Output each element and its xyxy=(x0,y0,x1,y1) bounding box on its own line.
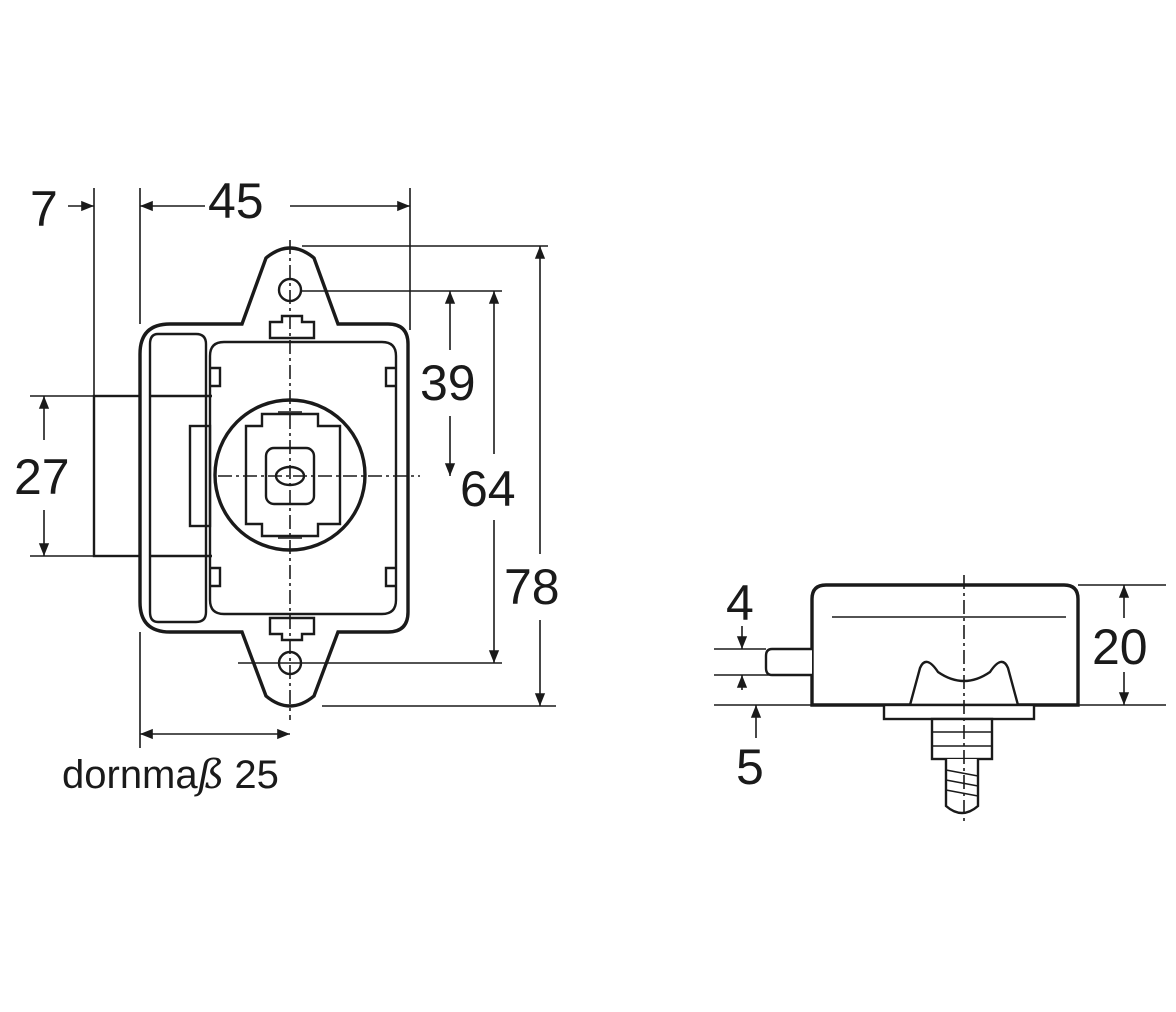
dim-label-45: 45 xyxy=(208,173,264,229)
bottom-clip xyxy=(268,616,316,642)
dim-label-7: 7 xyxy=(30,181,58,237)
notch-right-top xyxy=(384,366,396,388)
notch-right-bottom xyxy=(384,566,396,588)
dim-label-39: 39 xyxy=(420,355,476,411)
dim-label-20: 20 xyxy=(1092,619,1148,675)
notch-left-bottom xyxy=(210,566,222,588)
top-clip xyxy=(268,314,316,340)
side-bolt-pin xyxy=(764,647,812,677)
cylinder-core xyxy=(244,412,342,538)
caption-prefix: dornma xyxy=(62,753,198,797)
dim-label-27: 27 xyxy=(14,449,70,505)
side-view: 4 5 20 xyxy=(714,575,1166,824)
dim-label-64: 64 xyxy=(460,461,516,517)
dim-label-5: 5 xyxy=(736,739,764,795)
side-screw xyxy=(944,759,980,815)
caption-sharp-s: ß xyxy=(194,752,225,798)
dim-label-4: 4 xyxy=(726,575,754,631)
side-base-plate xyxy=(882,703,1036,721)
notch-left-top xyxy=(210,366,222,388)
bolt-housing xyxy=(148,332,208,624)
caption-value: 25 xyxy=(234,753,279,797)
dim-label-78: 78 xyxy=(504,559,560,615)
screw-thread xyxy=(945,769,979,797)
bolt-slot xyxy=(188,424,212,528)
lock-body-outline xyxy=(138,246,410,708)
side-nut xyxy=(930,717,994,761)
inner-panel xyxy=(208,340,398,616)
